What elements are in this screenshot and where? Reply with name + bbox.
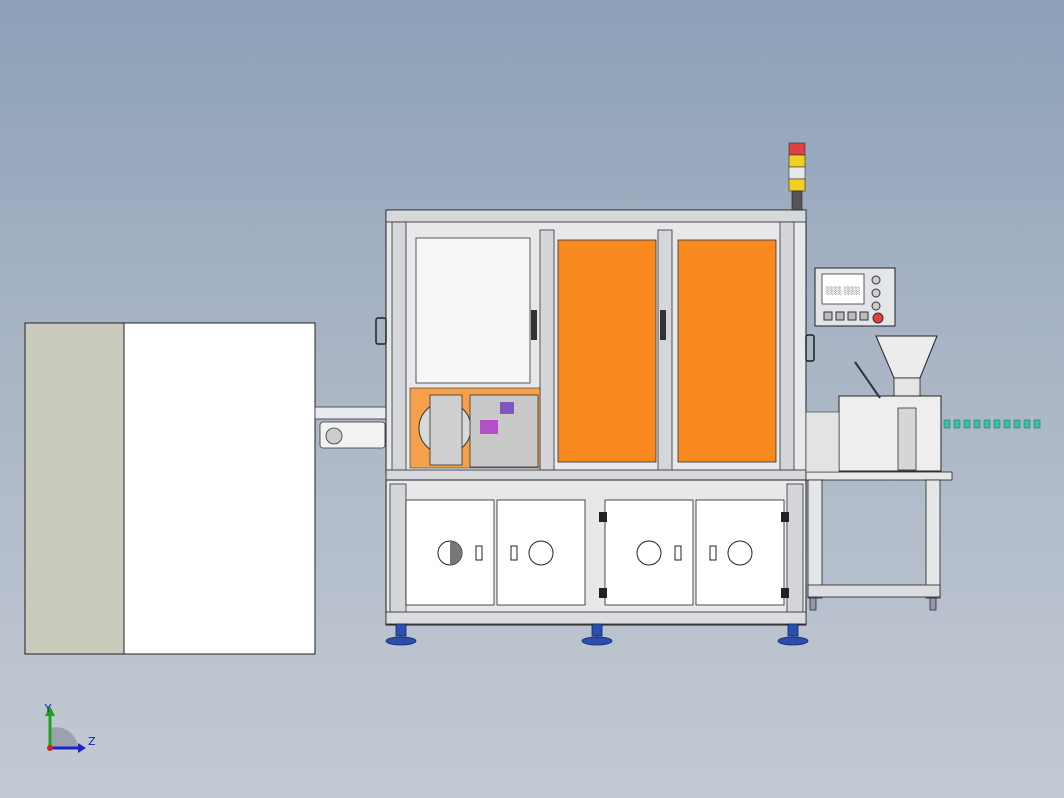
signal-tower: [788, 142, 806, 211]
feeder-station: [805, 335, 1041, 599]
lower-cabinet: [385, 479, 807, 626]
feed-conveyor: [314, 406, 391, 449]
hmi-panel[interactable]: ░░░ ░░░: [814, 267, 896, 327]
axis-triad: Y Z: [44, 702, 96, 753]
leveling-feet: [385, 597, 937, 646]
axis-z-label: Z: [88, 735, 96, 748]
side-enclosure: [24, 322, 316, 655]
axis-y-label: Y: [44, 702, 52, 715]
orange-door-right: [677, 239, 777, 463]
orange-door-left: [557, 239, 657, 463]
hmi-screen-text: ░░░ ░░░: [826, 286, 861, 295]
main-frame-upper: [375, 209, 815, 481]
